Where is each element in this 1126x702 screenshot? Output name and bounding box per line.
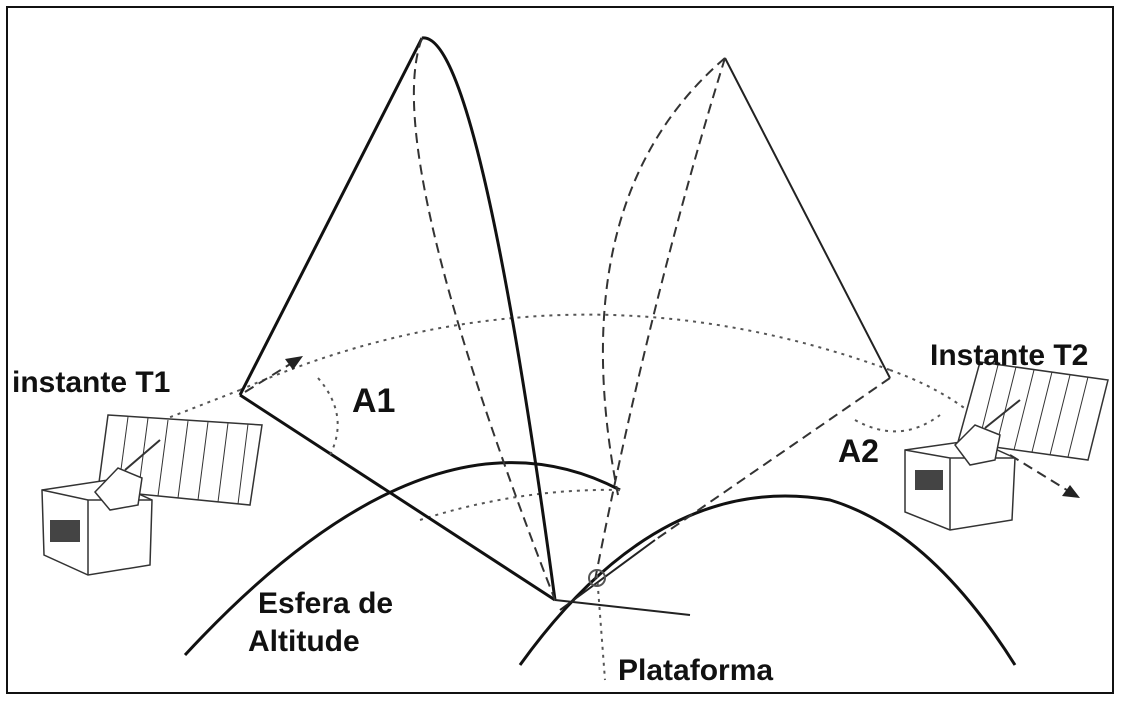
label-angle-a1: A1 [352,382,395,420]
label-instant-t2: Instante T2 [930,339,1088,372]
cone-left-continuation [554,599,691,616]
altitude-sphere-arc-left-dotted [419,488,621,521]
diagram-frame [6,6,1114,694]
cone-left-lower-edge [239,393,556,602]
label-sphere-line2: Altitude [248,625,360,658]
platform-point [588,569,606,587]
velocity-arrow-right [1009,454,1076,496]
cone-left-ellipse-back [412,37,556,601]
label-sphere-line1: Esfera de [258,587,393,620]
angle-arc-a2 [854,414,941,433]
cone-left-upper-edge [238,37,424,396]
orbit-path [239,313,891,391]
platform-line [596,574,606,681]
cone-right-upper-edge [724,57,891,379]
cone-right-tail [559,539,656,611]
velocity-arrow-right-head [1062,485,1080,498]
angle-arc-a1 [317,377,339,456]
label-instant-t1: instante T1 [12,366,170,399]
altitude-sphere-arc-right [518,494,1017,666]
cone-right-ellipse-back [594,57,726,581]
velocity-arrow-left-head [285,356,303,370]
altitude-sphere-arc-left [183,461,621,657]
satellite-icon-left [41,414,263,576]
cone-right-ellipse-front [601,57,726,496]
label-platform: Plataforma [618,654,773,687]
cone-left-ellipse-front [421,36,557,601]
satellite-icon-right [904,361,1109,531]
label-angle-a2: A2 [838,433,879,469]
